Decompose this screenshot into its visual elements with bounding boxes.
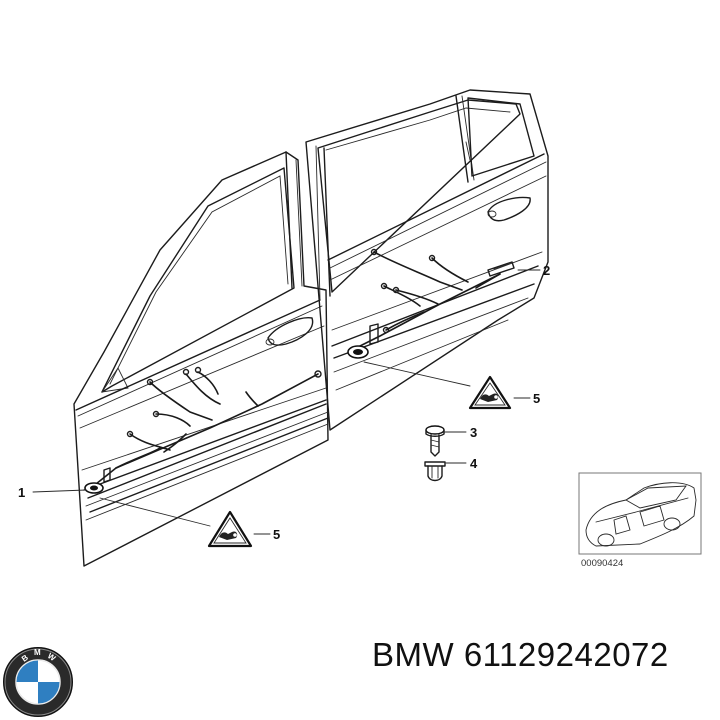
warning-symbol-upper <box>468 375 512 410</box>
svg-text:W: W <box>46 651 58 663</box>
inset-reference-number: 00090424 <box>581 558 623 569</box>
vehicle-location-inset: 00090424 <box>578 472 702 569</box>
leader-line-1 <box>32 489 87 493</box>
svg-text:M: M <box>34 648 41 657</box>
warning-symbol-lower <box>207 510 253 548</box>
callout-4: 4 <box>470 456 478 471</box>
bmw-logo: B M W <box>3 647 73 717</box>
leader-lines <box>32 269 541 535</box>
callout-5-upper: 5 <box>533 391 540 406</box>
clip-nut-part <box>424 461 446 482</box>
rear-door <box>305 89 549 431</box>
callout-1: 1 <box>18 485 25 500</box>
callout-5-lower: 5 <box>273 527 280 542</box>
front-door-wiring-harness <box>84 366 322 494</box>
svg-text:B: B <box>20 653 30 664</box>
screw-part <box>425 425 445 457</box>
rear-door-wiring-harness <box>347 248 515 359</box>
part-number-label: BMW 61129242072 <box>372 636 669 673</box>
front-door <box>73 151 329 567</box>
callout-2: 2 <box>543 263 550 278</box>
callout-3: 3 <box>470 425 477 440</box>
